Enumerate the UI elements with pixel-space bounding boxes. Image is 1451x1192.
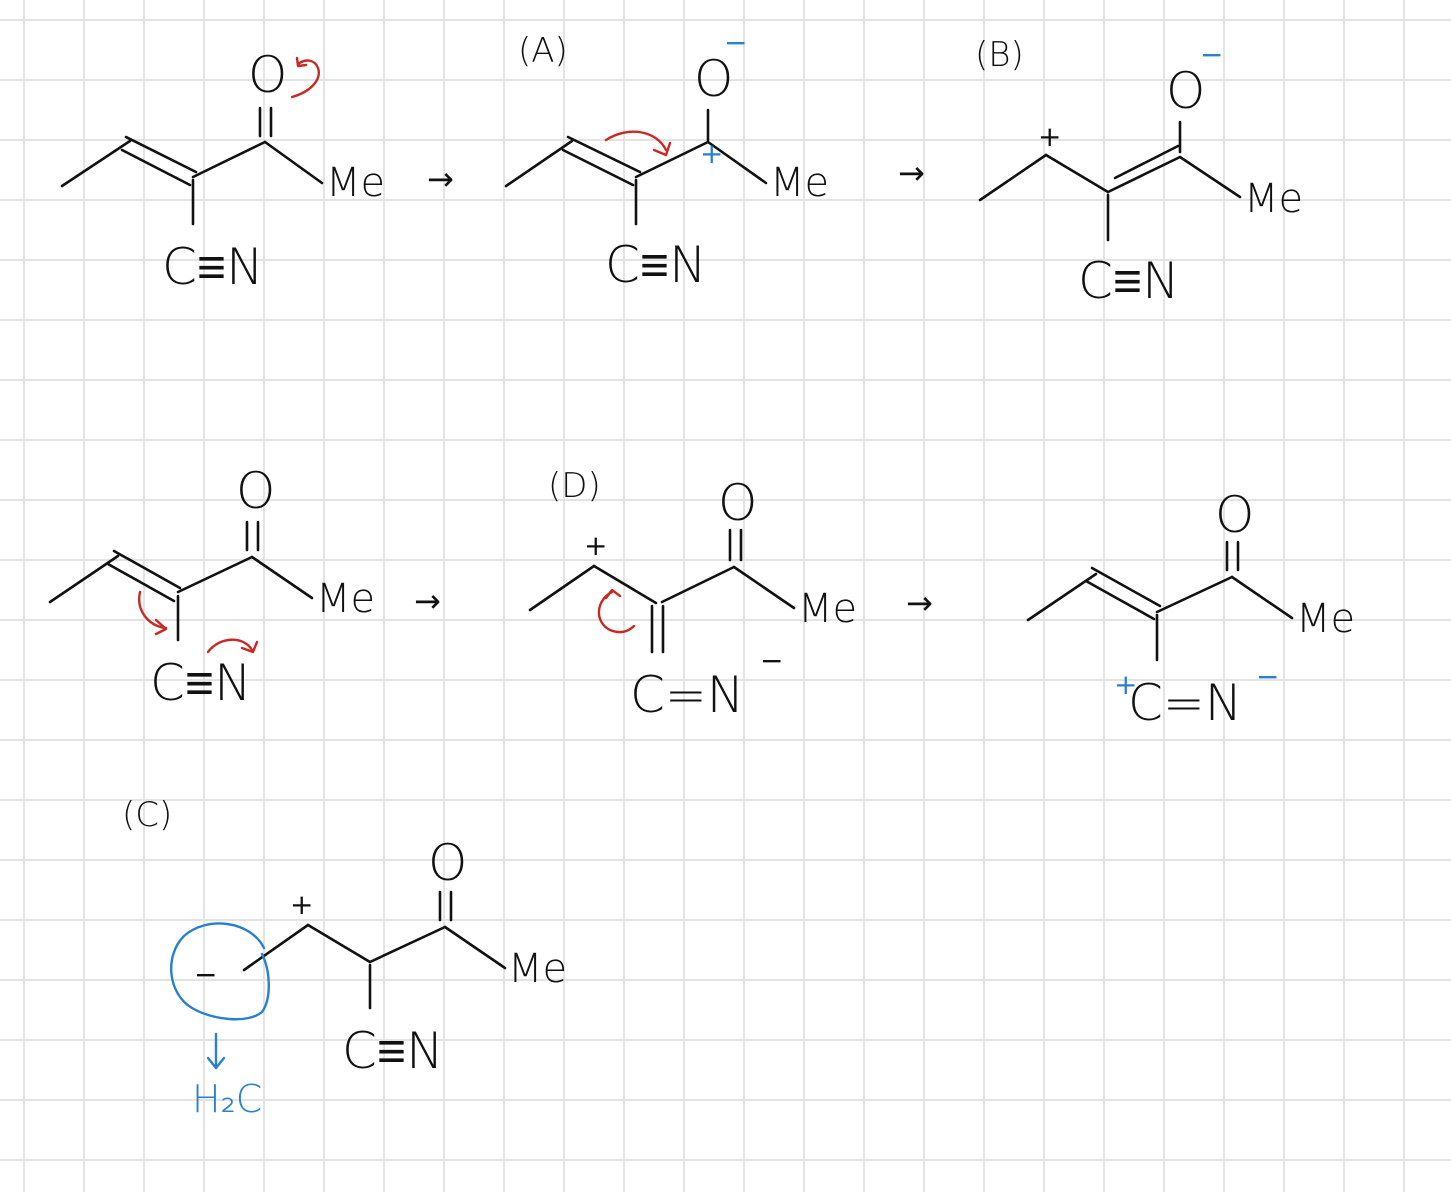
bond	[1090, 566, 1162, 608]
curly-arrow	[138, 590, 168, 630]
reaction-arrow: →	[906, 584, 933, 622]
curly-arrowhead	[652, 141, 672, 157]
bond	[120, 148, 192, 187]
double-bond	[650, 604, 665, 654]
bond	[561, 148, 635, 187]
bond	[306, 923, 372, 964]
methyl-group: Me	[326, 160, 385, 206]
oxygen-atom: O	[1166, 62, 1205, 120]
plus-charge: +	[290, 888, 313, 921]
bond	[191, 140, 267, 179]
curly-arrow	[604, 130, 668, 152]
highlight-circle	[170, 922, 270, 1021]
bond	[368, 925, 447, 964]
curly-arrowhead	[604, 588, 622, 600]
structure-3: O Me + C=N −	[1026, 486, 1355, 732]
bond	[1026, 572, 1098, 622]
oxygen-atom: O	[1215, 486, 1254, 544]
oxygen-atom: O	[694, 50, 733, 108]
oxygen-atom: O	[428, 834, 467, 892]
label-c: (C)	[122, 795, 172, 835]
plus-charge: +	[1114, 668, 1137, 701]
curly-arrowhead	[154, 618, 168, 636]
bond	[592, 564, 658, 605]
oxygen-atom: O	[236, 462, 275, 520]
carbonyl-double-bond	[1225, 540, 1240, 572]
bond	[660, 565, 736, 604]
methyl-group: Me	[316, 576, 375, 622]
bond	[60, 139, 132, 188]
bond	[106, 562, 176, 603]
oxygen-atom: O	[248, 46, 287, 104]
structure-d: (D) + O Me C=N −	[528, 466, 857, 724]
minus-charge: −	[724, 26, 747, 59]
bond	[634, 140, 710, 179]
bond	[528, 564, 596, 612]
curly-arrow	[290, 59, 320, 99]
label-d: (D)	[548, 466, 601, 506]
minus-charge: −	[760, 644, 783, 677]
methyl-group: Me	[770, 160, 829, 206]
minus-charge: −	[1256, 660, 1279, 693]
bond	[1113, 144, 1180, 180]
carbonyl-double-bond	[245, 520, 260, 552]
structure-2: O Me C≡N	[48, 462, 375, 712]
carbonyl-double-bond	[728, 528, 743, 562]
bond	[1106, 155, 1182, 194]
bond	[706, 140, 768, 185]
plus-charge: +	[700, 137, 723, 170]
bond	[978, 153, 1048, 202]
plus-charge: +	[584, 529, 607, 562]
structure-a: (A) O − + Me C≡N	[504, 26, 829, 294]
bond	[732, 565, 796, 610]
label-a: (A)	[518, 31, 568, 71]
bond	[566, 135, 642, 174]
label-b: (B)	[975, 35, 1024, 75]
structure-1: O Me C≡N	[60, 46, 385, 296]
bond	[176, 555, 254, 594]
bond	[1155, 575, 1234, 614]
nitrile-group: C≡N	[162, 238, 264, 296]
nitrile-group: C≡N	[1078, 252, 1180, 310]
minus-charge: −	[194, 958, 217, 991]
oxygen-atom: O	[718, 474, 757, 532]
curly-arrowhead	[295, 56, 308, 68]
nitrile-group: C≡N	[342, 1022, 444, 1080]
methyl-group: Me	[798, 586, 857, 632]
bond	[1084, 579, 1156, 621]
bond	[112, 549, 182, 590]
reaction-arrow: →	[414, 582, 441, 620]
methyl-group: Me	[1244, 176, 1303, 222]
curly-arrow	[597, 590, 636, 634]
bond	[124, 135, 198, 174]
methyl-group: Me	[1296, 596, 1355, 642]
nitrile-group: C≡N	[150, 654, 252, 712]
nitrile-group: C≡N	[605, 236, 707, 294]
reaction-arrow: →	[427, 160, 454, 198]
plus-charge: +	[1038, 120, 1061, 153]
bond	[443, 925, 507, 970]
bond	[504, 139, 574, 188]
bond	[1044, 153, 1110, 194]
bond	[250, 555, 314, 600]
annotation-arrow	[206, 1032, 226, 1070]
carbonyl-double-bond	[438, 890, 453, 922]
bond	[48, 554, 120, 604]
h2c-annotation: H₂C	[192, 1077, 262, 1121]
methyl-group: Me	[508, 946, 567, 992]
bond	[242, 923, 310, 972]
bond	[1230, 575, 1294, 620]
carbonyl-double-bond	[258, 106, 273, 138]
nitrile-double-group: C=N	[1128, 674, 1242, 732]
nitrile-double-group: C=N	[630, 666, 744, 724]
curly-arrow	[206, 638, 254, 654]
bond	[263, 140, 324, 185]
reaction-arrow: →	[898, 154, 925, 192]
curly-arrowhead	[240, 640, 259, 654]
structure-b: (B) + O − Me C≡N	[975, 35, 1303, 310]
minus-charge: −	[1200, 38, 1223, 71]
structure-c: (C) + O Me C≡N − H₂C	[122, 795, 567, 1121]
bond	[1178, 155, 1242, 199]
